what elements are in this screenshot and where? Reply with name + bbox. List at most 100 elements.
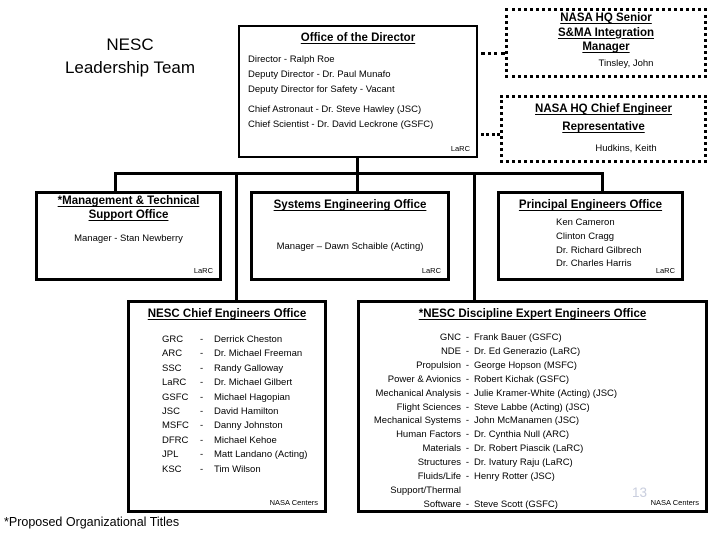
chief-engineer-separator: - bbox=[200, 449, 204, 461]
chief-engineer-name: Dr. Michael Freeman bbox=[214, 348, 303, 360]
principal-engineer-name: Ken Cameron bbox=[556, 217, 615, 228]
chief-engineer-name: Randy Galloway bbox=[214, 362, 284, 374]
director-staff-line: Chief Astronaut - Dr. Steve Hawley (JSC) bbox=[248, 104, 422, 115]
nasa-hq-chief-engineer-title-line: NASA HQ Chief Engineer bbox=[535, 103, 672, 115]
connector-drop-management bbox=[114, 172, 117, 193]
chief-engineer-name: Matt Landano (Acting) bbox=[214, 449, 308, 461]
discipline-expert-name: John McManamen (JSC) bbox=[474, 415, 580, 427]
office-of-the-director-box: Office of the Director Director - Ralph … bbox=[238, 25, 478, 158]
systems-engineering-office-title: Systems Engineering Office bbox=[273, 199, 427, 211]
office-of-the-director-title: Office of the Director bbox=[300, 32, 416, 44]
chief-engineer-separator: - bbox=[200, 406, 204, 418]
discipline-expert-name: Dr. Ivatury Raju (LaRC) bbox=[474, 457, 573, 469]
discipline-expert-name: Dr. Ed Generazio (LaRC) bbox=[474, 345, 581, 357]
discipline-expert-row: Propulsion - George Hopson (MSFC) bbox=[360, 359, 705, 373]
discipline-separator: - bbox=[465, 471, 470, 483]
systems-engineering-office-manager: Manager – Dawn Schaible (Acting) bbox=[276, 241, 424, 252]
slide-title: NESC Leadership Team bbox=[28, 33, 232, 79]
chief-engineer-separator: - bbox=[200, 348, 204, 360]
chief-engineer-center: DFRC bbox=[162, 434, 189, 446]
discipline-label: Propulsion bbox=[416, 359, 461, 371]
chief-engineer-separator: - bbox=[200, 334, 204, 345]
director-staff-line: Deputy Director - Dr. Paul Munafo bbox=[248, 69, 391, 80]
discipline-label: Human Factors bbox=[396, 429, 461, 441]
chief-engineer-name: Danny Johnston bbox=[214, 420, 283, 432]
discipline-expert-row: Mechanical Analysis - Julie Kramer-White… bbox=[360, 387, 705, 401]
discipline-expert-name: Dr. Cynthia Null (ARC) bbox=[474, 429, 570, 441]
discipline-separator: - bbox=[465, 429, 470, 441]
nasa-hq-sma-title-line: S&MA Integration bbox=[557, 26, 655, 39]
chief-engineer-center: JPL bbox=[162, 449, 179, 461]
nesc-chief-engineers-office-title: NESC Chief Engineers Office bbox=[147, 308, 307, 320]
chief-engineer-row: SSC - Randy Galloway bbox=[162, 362, 324, 376]
discipline-separator: - bbox=[465, 332, 470, 343]
discipline-separator: - bbox=[465, 401, 470, 413]
discipline-expert-row: Materials - Dr. Robert Piascik (LaRC) bbox=[360, 442, 705, 456]
nasa-hq-chief-engineer-title-line: Representative bbox=[562, 121, 645, 133]
slide-title-line1: NESC bbox=[106, 35, 154, 54]
principal-engineers-office-title: Principal Engineers Office bbox=[518, 199, 663, 211]
nasa-centers-tag: NASA Centers bbox=[269, 498, 318, 507]
chief-engineer-row: ARC - Dr. Michael Freeman bbox=[162, 347, 324, 361]
management-office-manager: Manager - Stan Newberry bbox=[74, 233, 183, 244]
chief-engineer-separator: - bbox=[200, 362, 204, 374]
chief-engineer-row: GRC - Derrick Cheston bbox=[162, 333, 324, 347]
discipline-separator: - bbox=[465, 387, 470, 399]
page-number: 13 bbox=[632, 485, 648, 500]
chief-engineer-row: DFRC - Michael Kehoe bbox=[162, 434, 324, 448]
discipline-separator: - bbox=[465, 443, 470, 455]
chief-engineer-row: JPL - Matt Landano (Acting) bbox=[162, 448, 324, 462]
chief-engineer-center: MSFC bbox=[162, 420, 189, 432]
nasa-hq-sma-manager-name: Tinsley, John bbox=[598, 57, 654, 69]
discipline-expert-row: Fluids/Life Support/Thermal - Henry Rott… bbox=[360, 470, 705, 498]
nesc-discipline-expert-office-title: *NESC Discipline Expert Engineers Office bbox=[418, 308, 647, 320]
director-staff-line: Chief Scientist - Dr. David Leckrone (GS… bbox=[248, 119, 434, 130]
chief-engineer-row: JSC - David Hamilton bbox=[162, 405, 324, 419]
systems-engineering-office-box: Systems Engineering Office Manager – Daw… bbox=[250, 191, 450, 281]
director-staff-line: Deputy Director for Safety - Vacant bbox=[248, 84, 395, 95]
connector-director-to-systems bbox=[356, 157, 359, 193]
discipline-label: Structures bbox=[417, 457, 461, 469]
discipline-separator: - bbox=[465, 457, 470, 469]
discipline-expert-row: GNC - Frank Bauer (GSFC) bbox=[360, 331, 705, 345]
slide-title-line2: Leadership Team bbox=[64, 58, 196, 77]
principal-engineer-name: Dr. Richard Gilbrech bbox=[556, 244, 642, 256]
discipline-expert-name: Steve Labbe (Acting) (JSC) bbox=[474, 401, 590, 413]
discipline-expert-row: Structures - Dr. Ivatury Raju (LaRC) bbox=[360, 456, 705, 470]
discipline-expert-row: NDE - Dr. Ed Generazio (LaRC) bbox=[360, 345, 705, 359]
dotted-connector-sma bbox=[481, 52, 505, 55]
chief-engineer-row: KSC - Tim Wilson bbox=[162, 463, 324, 477]
discipline-expert-name: Julie Kramer-White (Acting) (JSC) bbox=[474, 387, 618, 399]
management-office-title-line: *Management & Technical bbox=[57, 195, 200, 207]
discipline-expert-row: Flight Sciences - Steve Labbe (Acting) (… bbox=[360, 401, 705, 415]
nasa-hq-sma-title-line: NASA HQ Senior bbox=[560, 12, 652, 24]
connector-drop-chief-engineers bbox=[235, 172, 238, 302]
connector-bus bbox=[114, 172, 604, 175]
chief-engineer-row: GSFC - Michael Hagopian bbox=[162, 391, 324, 405]
director-staff-line: Director - Ralph Roe bbox=[248, 54, 335, 65]
discipline-expert-name: Steve Scott (GSFC) bbox=[474, 498, 558, 510]
discipline-expert-row: Human Factors - Dr. Cynthia Null (ARC) bbox=[360, 428, 705, 442]
chief-engineer-separator: - bbox=[200, 463, 204, 475]
nasa-hq-sma-title-line: Manager bbox=[582, 41, 630, 53]
chief-engineer-name: Derrick Cheston bbox=[214, 334, 283, 345]
center-tag-larc: LaRC bbox=[193, 266, 213, 275]
management-office-title-line: Support Office bbox=[88, 209, 169, 221]
discipline-label: Power & Avionics bbox=[387, 373, 461, 385]
discipline-separator: - bbox=[465, 498, 470, 510]
chief-engineer-row: LaRC - Dr. Michael Gilbert bbox=[162, 376, 324, 390]
principal-engineer-name: Clinton Cragg bbox=[556, 230, 615, 242]
nesc-discipline-expert-engineers-office-box: *NESC Discipline Expert Engineers Office… bbox=[357, 300, 708, 513]
chief-engineer-name: Michael Hagopian bbox=[214, 391, 291, 403]
center-tag-larc: LaRC bbox=[655, 266, 675, 275]
connector-drop-discipline-experts bbox=[473, 172, 476, 302]
discipline-expert-name: Dr. Robert Piascik (LaRC) bbox=[474, 443, 584, 455]
chief-engineer-separator: - bbox=[200, 391, 204, 403]
